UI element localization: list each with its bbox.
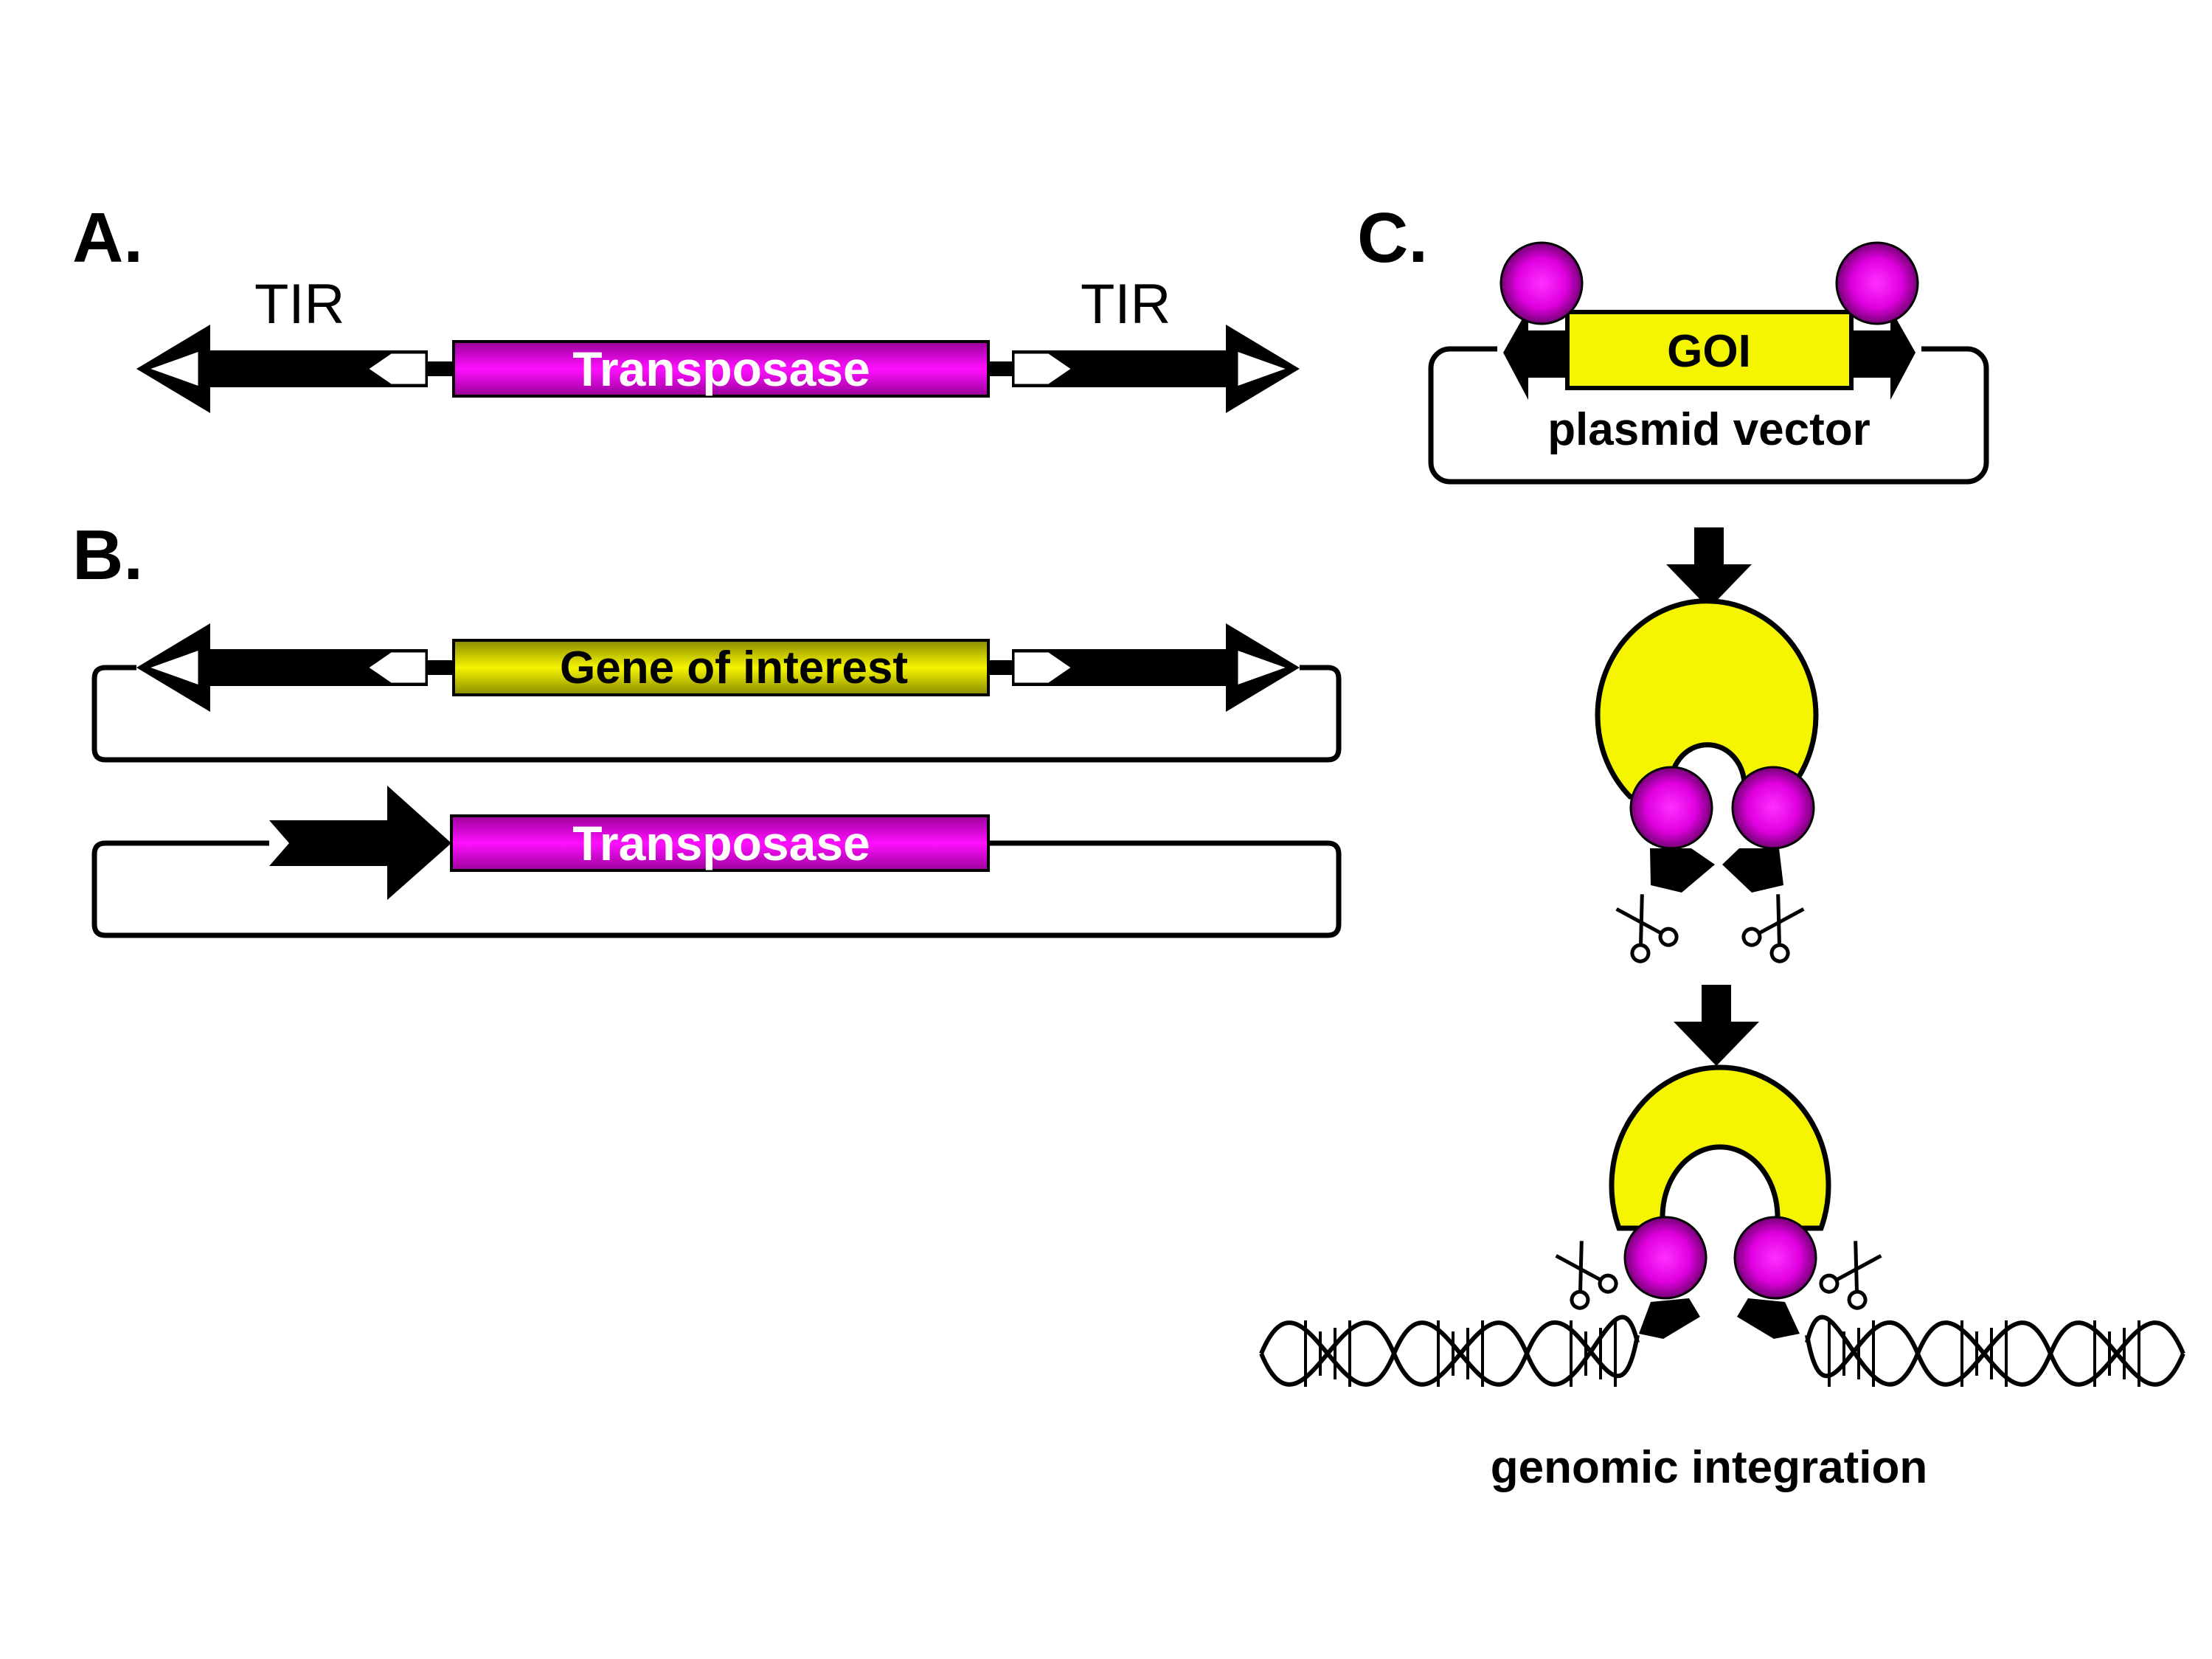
integration-complex: [1547, 1064, 1890, 1339]
goi-box: [1565, 310, 1854, 390]
transposase-label: Transposase: [572, 342, 870, 396]
plasmid-vector-label: plasmid vector: [1547, 404, 1871, 455]
tir-right-element: [1012, 325, 1300, 413]
transposase-sphere-left-2: [1629, 766, 1713, 850]
tir-right-element-b: [1012, 623, 1300, 712]
transposase-gene-bar: [452, 340, 990, 398]
panel-c-label: C.: [1357, 198, 1428, 277]
tir-right-label: TIR: [1081, 273, 1171, 336]
panel-b: B. Gene of interest Transposase: [72, 516, 1342, 938]
panel-a: A. TIR TIR Transposase: [72, 198, 1300, 413]
goi-label: GOI: [1667, 326, 1751, 377]
gene-of-interest-label: Gene of interest: [560, 643, 908, 693]
transposase-sphere-left: [1499, 241, 1584, 325]
scissors-icon: [1741, 890, 1812, 964]
down-arrow-icon: [1666, 527, 1752, 609]
tir-left-element: [136, 325, 428, 413]
dna-helix-right: [1805, 1315, 2185, 1387]
tir-left-element-b: [136, 623, 428, 712]
scissors-icon: [1608, 890, 1679, 964]
plasmid-outline-transposase: [91, 840, 1342, 938]
panel-b-label: B.: [72, 516, 143, 595]
plasmid-outline-goi: [91, 665, 1342, 763]
transposase-sphere-right: [1835, 241, 1919, 325]
panel-a-label: A.: [72, 198, 143, 277]
goi-loop: [1595, 598, 1819, 800]
transposase-label-b: Transposase: [572, 816, 870, 870]
goi-loop-2: [1609, 1064, 1831, 1231]
scissors-icon: [1818, 1236, 1890, 1311]
tir-right-arrow-c: [1851, 308, 1915, 400]
panel-c: C. GOI plasmid vector: [1259, 198, 2185, 1493]
transposase-sphere-left-3: [1623, 1216, 1707, 1300]
transposase-sphere-right-3: [1733, 1216, 1817, 1300]
tir-left-arrow-c: [1503, 308, 1567, 400]
dna-helix-left: [1259, 1315, 1640, 1387]
promoter-arrow: [269, 786, 451, 900]
excision-complex: [1595, 598, 1819, 964]
transposase-gene-bar-b: [450, 814, 990, 872]
transposase-sphere-right-2: [1731, 766, 1815, 850]
gene-of-interest-bar: [452, 639, 990, 696]
scissors-icon: [1547, 1236, 1619, 1311]
down-arrow-icon: [1674, 985, 1759, 1066]
genomic-integration-label: genomic integration: [1491, 1442, 1927, 1493]
tir-left-label: TIR: [254, 273, 344, 336]
